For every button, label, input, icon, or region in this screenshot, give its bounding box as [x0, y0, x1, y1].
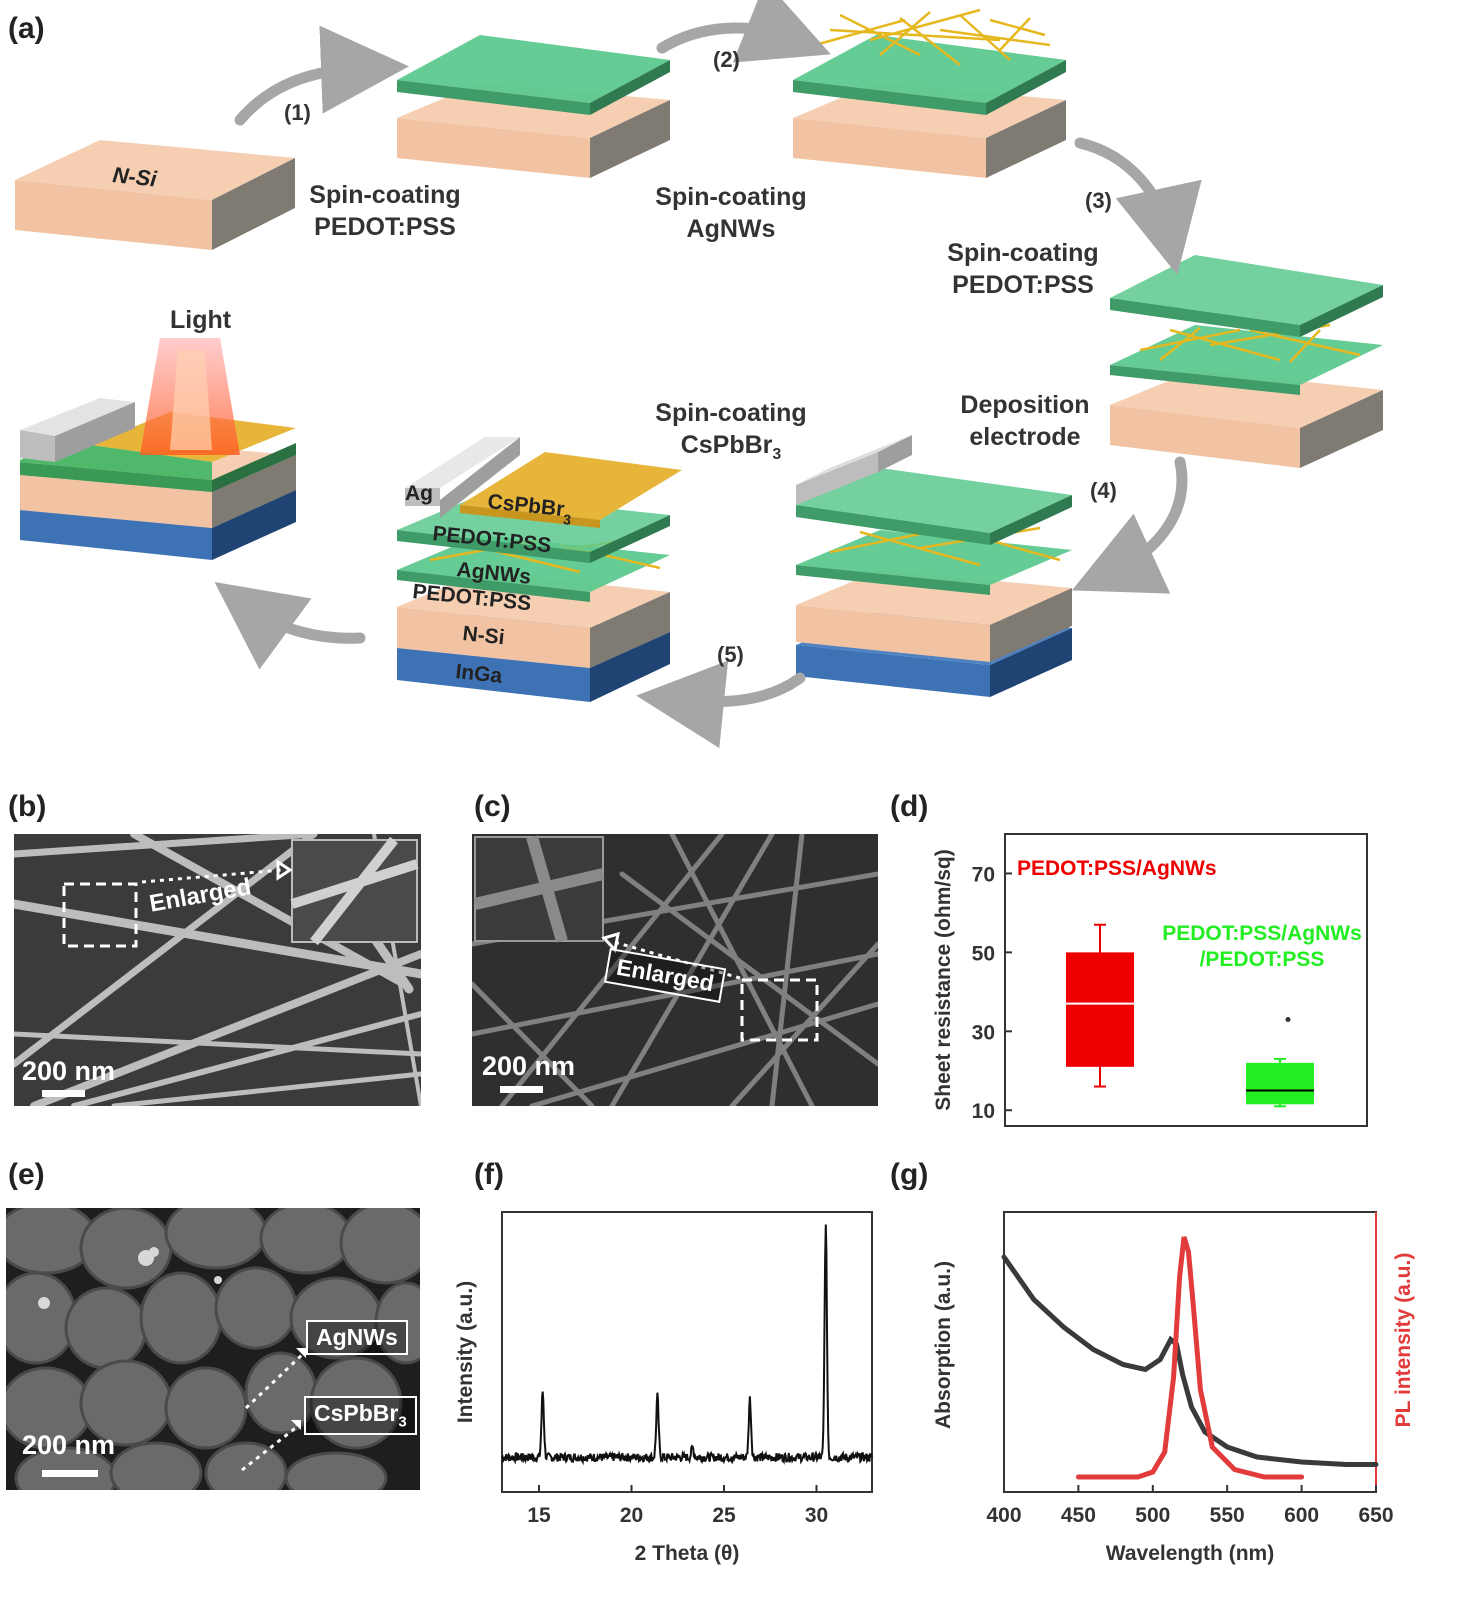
label-nsi-top: N-Si — [111, 162, 158, 192]
sem-nanowires-c — [472, 834, 878, 1106]
caption-step5-line1: Spin-coating — [655, 399, 807, 427]
chart-d-legend-red: PEDOT:PSS/AgNWs — [1017, 857, 1217, 880]
slab-pedot-agnws-pedot — [1110, 255, 1383, 468]
panel-g-label: (g) — [890, 1158, 929, 1191]
chart-d-outlier — [1285, 1016, 1291, 1022]
sem-image-b: Enlarged 200 nm — [14, 834, 421, 1106]
chart-g-xtick-label: 600 — [1284, 1504, 1319, 1527]
slab-pedot — [397, 35, 670, 178]
chart-f-frame — [501, 1211, 873, 1493]
chart-d-ytick-label: 30 — [972, 1021, 995, 1044]
step-5: (5) — [717, 642, 744, 667]
process-arrows — [214, 0, 1202, 749]
slab-with-electrode — [796, 435, 1072, 697]
slab-labeled-stack — [397, 437, 682, 702]
caption-step4-line1: Deposition — [960, 391, 1090, 419]
chart-d-legend-green-line: /PEDOT:PSS — [1200, 948, 1325, 971]
tag-cspbbr-text: CsPbBr — [314, 1400, 399, 1426]
chart-g-spectra: 400 450 500 550 600 650 Absorption (a.u.) PL … — [932, 1211, 1415, 1565]
step-4: (4) — [1090, 478, 1117, 503]
fabrication-schematic: N-Si Ag CsPbBr3 PEDOT:PSS AgNWs PEDOT:PS… — [15, 0, 1383, 749]
panel-a-label: (a) — [8, 12, 45, 45]
caption-step2-line2: AgNWs — [686, 215, 776, 243]
sem-nanowires-b — [14, 834, 421, 1106]
panel-d-label: (d) — [890, 790, 929, 823]
chart-d-ytick-label: 50 — [972, 942, 995, 965]
chart-g-x-axis: 400 450 500 550 600 650 — [986, 1485, 1394, 1527]
chart-g-ylabel: Absorption (a.u.) — [932, 1261, 955, 1429]
caption-step1: Spin-coating PEDOT:PSS — [290, 179, 480, 243]
tag-agnws: AgNWs — [306, 1320, 408, 1355]
chart-f-x-axis: 15 20 25 30 — [527, 1485, 828, 1527]
sem-grains-e — [6, 1208, 420, 1490]
chart-f-xlabel: 2 Theta (θ) — [635, 1542, 740, 1565]
caption-step3: Spin-coating PEDOT:PSS — [928, 237, 1118, 301]
caption-step5-line2: CsPbBr3 — [636, 429, 826, 471]
chart-d-ylabel: Sheet resistance (ohm/sq) — [932, 849, 955, 1110]
sem-image-e: AgNWs CsPbBr3 200 nm — [6, 1208, 420, 1490]
chart-g-xtick-label: 550 — [1210, 1504, 1245, 1527]
chart-g-y2label: PL intensity (a.u.) — [1392, 1253, 1415, 1428]
caption-step2: Spin-coating AgNWs — [636, 181, 826, 245]
chart-f-xtick-label: 20 — [620, 1504, 643, 1527]
tag-cspbbr-sub: 3 — [398, 1413, 407, 1431]
chart-g-xtick-label: 500 — [1135, 1504, 1170, 1527]
scale-bar-e — [42, 1470, 98, 1477]
caption-step3-line2: PEDOT:PSS — [952, 271, 1094, 299]
chart-f-xtick-label: 15 — [527, 1504, 551, 1527]
panel-f-label: (f) — [474, 1158, 504, 1191]
chart-g-xtick-label: 400 — [986, 1504, 1021, 1527]
step-2: (2) — [713, 47, 740, 72]
chart-f-ylabel: Intensity (a.u.) — [454, 1281, 477, 1423]
scale-bar-c — [500, 1086, 543, 1093]
scale-text-e: 200 nm — [22, 1430, 116, 1460]
step-1: (1) — [284, 100, 311, 125]
chart-d-frame — [1004, 833, 1368, 1127]
chart-g-xtick-label: 650 — [1358, 1504, 1393, 1527]
tag-arrows-e — [241, 1348, 306, 1472]
chart-d-box — [1066, 952, 1134, 1067]
sem-image-c: Enlarged 200 nm — [472, 834, 878, 1106]
chart-f-xtick-label: 25 — [712, 1504, 736, 1527]
chart-d-boxes — [1066, 923, 1314, 1108]
final-device — [20, 338, 296, 560]
chart-g-xtick-label: 450 — [1061, 1504, 1096, 1527]
caption-step4: Deposition electrode — [930, 389, 1120, 453]
label-inga: InGa — [454, 660, 503, 688]
label-ag: Ag — [405, 482, 433, 505]
chart-f-xrd: 15 20 25 30 Intensity (a.u.) 2 Theta (θ) — [454, 1211, 873, 1565]
chart-d-box — [1246, 1062, 1314, 1105]
caption-step1-line1: Spin-coating — [309, 181, 461, 209]
chart-d-y-axis: 10 30 50 70 — [972, 863, 1012, 1123]
scale-bar-b — [42, 1090, 85, 1097]
chart-d-legend-green: PEDOT:PSS/AgNWs/PEDOT:PSS — [1162, 922, 1362, 971]
step-3: (3) — [1085, 188, 1112, 213]
caption-step5-sub: 3 — [772, 446, 782, 463]
chart-d-legend-green-line: PEDOT:PSS/AgNWs — [1162, 922, 1362, 945]
chart-f-pattern-line — [501, 1224, 873, 1466]
panel-b-label: (b) — [8, 790, 47, 823]
scale-text-c: 200 nm — [482, 1051, 576, 1081]
chart-d-ytick-label: 10 — [972, 1100, 995, 1123]
label-nsi: N-Si — [461, 622, 505, 649]
caption-step2-line1: Spin-coating — [655, 183, 807, 211]
chart-f-xtick-label: 30 — [805, 1504, 828, 1527]
label-light: Light — [170, 306, 232, 334]
chart-g-xlabel: Wavelength (nm) — [1106, 1542, 1274, 1565]
caption-step5-text: CsPbBr — [680, 431, 773, 459]
tag-cspbbr: CsPbBr3 — [304, 1396, 417, 1435]
caption-step5: Spin-coating CsPbBr3 — [636, 397, 826, 471]
chart-g-pl-line — [1075, 1236, 1305, 1480]
caption-step3-line1: Spin-coating — [947, 239, 1099, 267]
panel-c-label: (c) — [474, 790, 511, 823]
slab-agnws — [793, 8, 1066, 178]
chart-d-ytick-label: 70 — [972, 863, 995, 886]
caption-step4-line2: electrode — [969, 423, 1081, 451]
panel-e-label: (e) — [8, 1158, 45, 1191]
caption-step1-line2: PEDOT:PSS — [314, 213, 456, 241]
slab-nsi — [15, 140, 295, 250]
label-cspbbr-sub: 3 — [562, 511, 572, 528]
scale-text-b: 200 nm — [22, 1056, 116, 1086]
chart-d-boxplot: 10 30 50 70 Sheet resistance (ohm/sq) PEDOT… — [932, 833, 1368, 1127]
